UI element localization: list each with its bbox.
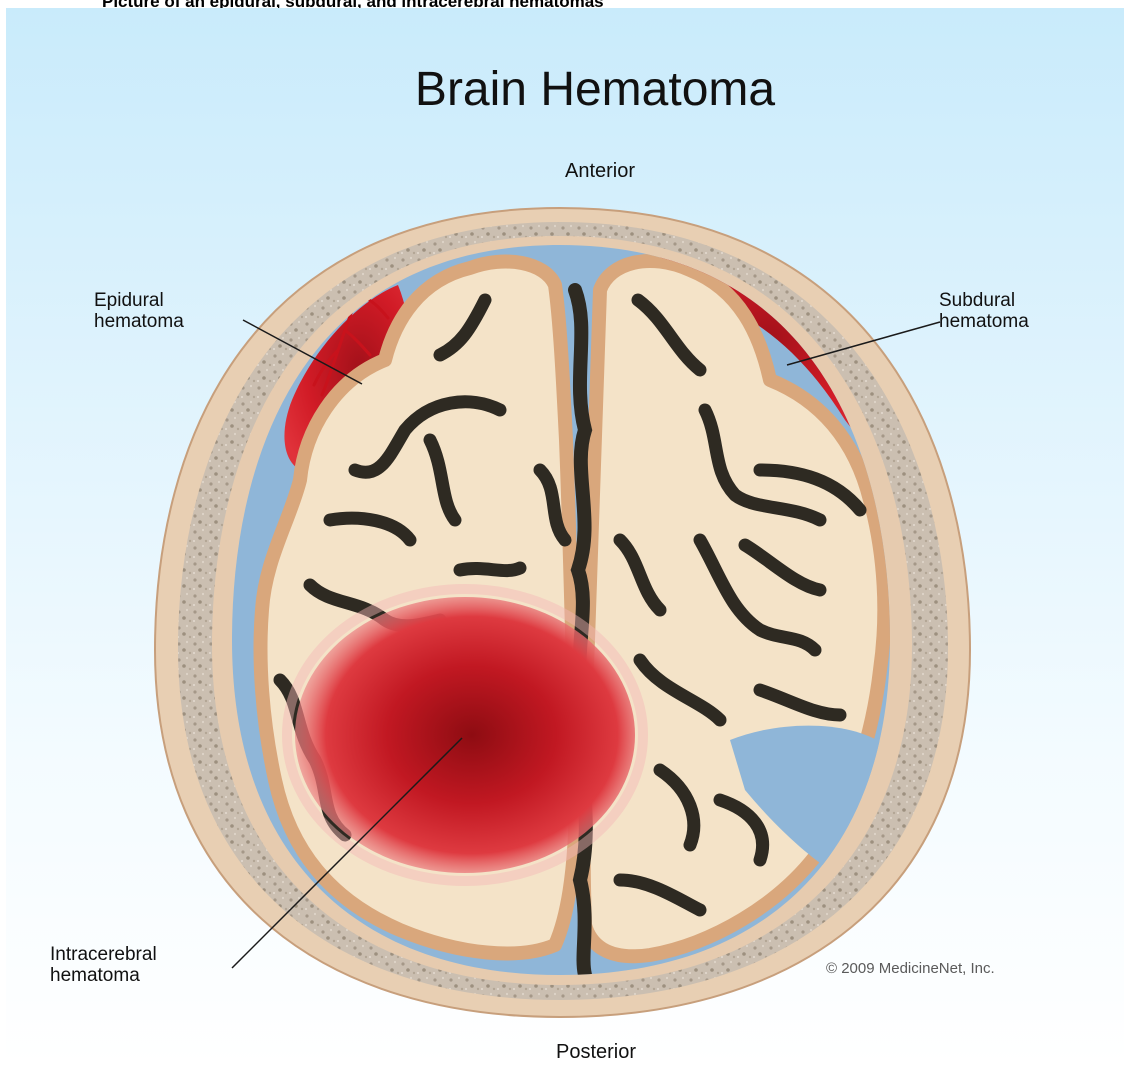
- intracerebral-label-line2: hematoma: [50, 965, 157, 986]
- epidural-hematoma-label: Epidural hematoma: [94, 290, 184, 332]
- intracerebral-hematoma-label: Intracerebral hematoma: [50, 944, 157, 986]
- epidural-label-line1: Epidural: [94, 290, 184, 311]
- posterior-label: Posterior: [496, 1041, 696, 1064]
- copyright-notice: © 2009 MedicineNet, Inc.: [826, 960, 995, 977]
- intracerebral-hematoma: [295, 597, 635, 873]
- subdural-label-line1: Subdural: [939, 290, 1029, 311]
- intracerebral-label-line1: Intracerebral: [50, 944, 157, 965]
- epidural-label-line2: hematoma: [94, 311, 184, 332]
- subdural-label-line2: hematoma: [939, 311, 1029, 332]
- subdural-hematoma-label: Subdural hematoma: [939, 290, 1029, 332]
